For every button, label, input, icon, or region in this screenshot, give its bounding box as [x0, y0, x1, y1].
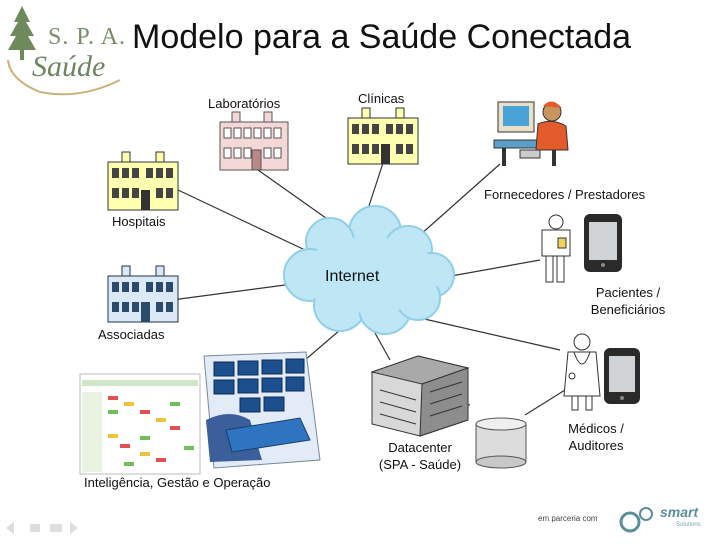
datacenter-building-icon [372, 356, 468, 436]
logo-spa-text: S. P. A. [48, 24, 126, 51]
line-medicos [420, 318, 560, 350]
spreadsheet-report-icon [80, 374, 200, 474]
line-associadas [172, 283, 300, 300]
label-pacientes-line1: Pacientes / [585, 284, 671, 301]
label-pacientes-line2: Beneficiários [585, 301, 671, 318]
associadas-building-icon [108, 266, 178, 322]
page-title: Modelo para a Saúde Conectada [132, 18, 631, 57]
smart-logo-icon [621, 508, 652, 531]
line-db-medicos [525, 390, 565, 415]
fornecedor-at-computer-icon [494, 101, 568, 166]
line-inteligencia [305, 330, 340, 360]
line-hospitais [178, 190, 305, 250]
label-clinicas: Clínicas [358, 90, 404, 107]
label-internet: Internet [325, 268, 379, 286]
label-fornecedores: Fornecedores / Prestadores [484, 186, 645, 203]
label-medicos-line1: Médicos / [560, 420, 632, 437]
pacientes-phone-icon [584, 214, 622, 272]
paciente-icon [542, 215, 570, 282]
label-inteligencia: Inteligência, Gestão e Operação [84, 474, 270, 491]
medicos-phone-icon [604, 348, 640, 404]
slide-nav-icons [6, 522, 78, 534]
line-datacenter [375, 333, 390, 360]
partner-text: em parceria com [538, 514, 598, 523]
hospitais-building-icon [108, 152, 178, 210]
label-hospitais: Hospitais [112, 213, 165, 230]
label-laboratorios: Laboratórios [208, 95, 280, 112]
clinicas-building-icon [348, 108, 418, 164]
database-icon [476, 418, 526, 468]
logo-saude-text: Saúde [32, 50, 105, 84]
smart-brand-text: smart [660, 504, 698, 520]
medico-icon [564, 334, 600, 410]
operations-center-icon [204, 352, 320, 468]
line-pacientes [440, 260, 540, 278]
label-medicos-line2: Auditores [560, 437, 632, 454]
smart-brand-subtext: Solutions [676, 522, 701, 528]
label-datacenter-line2: (SPA - Saúde) [372, 456, 468, 473]
laboratorios-building-icon [220, 112, 288, 170]
label-associadas: Associadas [98, 326, 164, 343]
label-datacenter-line1: Datacenter [372, 439, 468, 456]
